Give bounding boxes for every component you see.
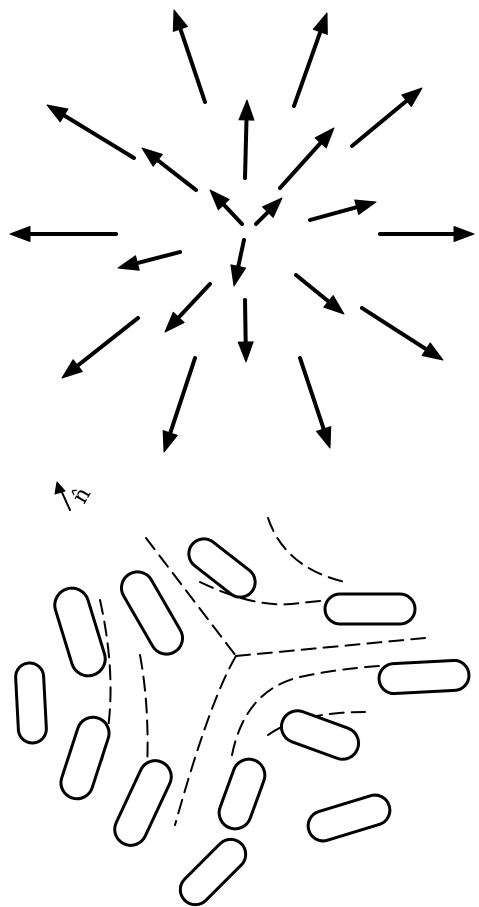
field-arrow-head <box>317 427 331 448</box>
field-arrow-head <box>10 227 30 242</box>
field-arrow <box>231 240 246 286</box>
field-arrow-head <box>422 343 443 360</box>
field-arrow <box>362 308 443 360</box>
rod <box>57 713 113 803</box>
field-arrow <box>47 105 134 158</box>
field-arrow-head <box>173 10 187 31</box>
rod <box>15 662 47 743</box>
rod-particle-texture: n̂ <box>15 482 470 907</box>
field-arrow <box>296 275 344 314</box>
field-arrow <box>142 148 196 190</box>
dashed-arm-right <box>236 638 425 656</box>
field-arrow-shaft <box>310 207 359 220</box>
field-arrow <box>10 227 116 242</box>
field-arrow-head <box>313 13 327 34</box>
field-arrow-head <box>118 256 139 271</box>
field-arrow <box>238 300 253 362</box>
field-arrow-shaft <box>352 99 408 146</box>
radial-vector-field <box>10 10 474 452</box>
field-arrow-shaft <box>135 252 180 264</box>
rod <box>304 791 393 844</box>
rod <box>215 755 270 834</box>
field-arrow-shaft <box>245 118 247 178</box>
field-arrow-head <box>238 342 253 362</box>
field-arrow-shaft <box>180 27 205 102</box>
rod <box>174 833 252 907</box>
field-arrow-shaft <box>256 211 269 224</box>
field-arrow-shaft <box>156 159 196 190</box>
field-arrow <box>380 227 474 242</box>
rod <box>51 584 110 680</box>
dashed-curve-1 <box>268 518 345 582</box>
field-arrow-shaft <box>296 275 330 303</box>
field-arrow-shaft <box>170 358 195 435</box>
field-arrow-head <box>47 105 68 122</box>
field-arrow <box>118 252 180 270</box>
rods <box>15 533 470 907</box>
field-arrow-shaft <box>177 284 210 319</box>
field-arrow-head <box>355 200 376 214</box>
field-arrow <box>163 358 195 452</box>
field-arrow <box>310 200 376 220</box>
field-arrow-shaft <box>238 240 244 268</box>
director-label: n̂ <box>68 483 97 508</box>
rod <box>109 755 176 850</box>
field-arrow-shaft <box>76 318 138 367</box>
field-arrow <box>352 88 422 146</box>
rod <box>325 594 415 624</box>
field-arrow-shaft <box>280 141 322 188</box>
field-arrow <box>294 13 327 106</box>
field-arrow-head <box>163 431 177 452</box>
field-arrow <box>173 10 205 102</box>
field-arrow-shaft <box>300 358 324 431</box>
rod <box>378 660 469 695</box>
field-arrow <box>256 198 282 224</box>
field-arrow <box>239 100 254 178</box>
field-arrow-head <box>239 100 254 120</box>
field-arrow-shaft <box>294 30 321 106</box>
field-arrow-shaft <box>245 300 246 344</box>
field-arrow <box>300 358 331 448</box>
field-arrow <box>165 284 210 332</box>
field-arrow-head <box>454 227 474 242</box>
field-arrow-shaft <box>62 114 134 158</box>
field-arrow-shaft <box>222 203 242 224</box>
field-arrow <box>210 190 242 224</box>
field-arrow <box>62 318 138 378</box>
field-arrow-shaft <box>362 308 428 350</box>
field-arrow <box>280 128 334 188</box>
field-arrow-head <box>231 265 246 286</box>
